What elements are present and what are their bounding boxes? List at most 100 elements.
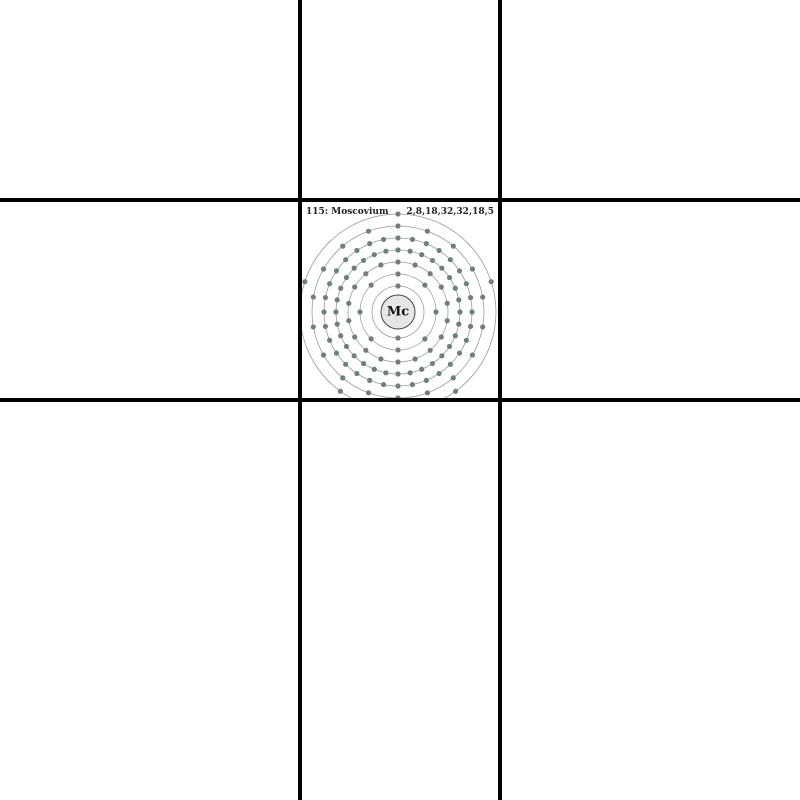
electron xyxy=(467,294,474,301)
electron xyxy=(469,352,476,358)
electron xyxy=(436,247,442,254)
electron xyxy=(346,300,352,306)
electron xyxy=(343,343,350,350)
electron xyxy=(378,262,384,268)
electron xyxy=(333,309,339,315)
electron xyxy=(333,350,340,356)
electron xyxy=(310,324,316,330)
electron xyxy=(338,285,344,291)
electron xyxy=(422,336,428,342)
electron xyxy=(321,309,327,315)
electron xyxy=(395,383,401,389)
electron xyxy=(333,268,340,274)
electron xyxy=(419,252,425,258)
bohr-model-panel: 115: Moscovium 2,8,18,32,32,18,5 Mc xyxy=(302,202,498,398)
electron xyxy=(447,361,453,367)
electron xyxy=(378,356,384,362)
nucleus: Mc xyxy=(380,294,416,330)
electron xyxy=(439,353,445,359)
electron xyxy=(395,347,401,353)
electron xyxy=(463,281,469,287)
electron xyxy=(322,323,329,330)
electron xyxy=(320,352,327,358)
electron xyxy=(488,279,494,285)
electron xyxy=(423,241,429,247)
electron xyxy=(412,356,418,362)
electron xyxy=(354,247,360,254)
element-title: 115: Moscovium xyxy=(306,207,389,217)
electron xyxy=(360,257,367,264)
electron xyxy=(327,337,333,343)
electron xyxy=(346,318,352,324)
electron xyxy=(412,262,418,268)
electron xyxy=(371,366,377,372)
electrons xyxy=(302,211,494,398)
electron-configuration: 2,8,18,32,32,18,5 xyxy=(406,207,494,217)
electron xyxy=(444,318,450,324)
electron xyxy=(352,334,358,340)
electron xyxy=(456,297,462,303)
electron xyxy=(363,347,369,353)
electron xyxy=(427,271,433,277)
electron xyxy=(450,243,456,249)
electron xyxy=(371,252,377,258)
electron xyxy=(343,361,349,367)
electron xyxy=(453,388,459,394)
bohr-atom-diagram: Mc xyxy=(302,211,497,398)
electron xyxy=(380,381,387,388)
electron xyxy=(354,370,360,377)
electron xyxy=(310,294,316,300)
electron xyxy=(395,271,401,277)
electron xyxy=(438,334,444,340)
nucleus-circle xyxy=(380,294,416,330)
electron xyxy=(422,282,428,288)
electron xyxy=(367,241,373,247)
electron xyxy=(380,236,387,243)
electron xyxy=(456,321,462,327)
element-symbol: Mc xyxy=(387,305,409,320)
electron xyxy=(322,294,329,301)
electron xyxy=(395,211,401,217)
electron xyxy=(351,265,357,271)
electron xyxy=(395,247,401,253)
electron xyxy=(409,236,416,243)
electron xyxy=(469,266,476,272)
electron xyxy=(320,266,327,272)
electron xyxy=(343,274,350,281)
electron xyxy=(340,375,346,381)
electron xyxy=(383,370,389,376)
electron xyxy=(407,370,413,376)
electron xyxy=(367,377,373,383)
electron xyxy=(446,274,453,281)
electron xyxy=(433,309,439,315)
electron xyxy=(383,248,389,254)
electron xyxy=(436,370,442,377)
electron xyxy=(395,259,401,265)
electron xyxy=(480,324,486,330)
electron xyxy=(469,309,475,315)
electron xyxy=(360,360,367,367)
electron xyxy=(334,297,340,303)
electron xyxy=(368,282,374,288)
electron xyxy=(467,323,474,330)
electron xyxy=(368,336,374,342)
electron xyxy=(456,350,463,356)
electron xyxy=(409,381,416,388)
electron xyxy=(337,388,343,394)
electron xyxy=(334,321,340,327)
electron xyxy=(424,390,431,396)
electron xyxy=(327,281,333,287)
electron xyxy=(365,390,372,396)
electron xyxy=(423,377,429,383)
grid-divider-horizontal-bottom xyxy=(0,398,800,402)
electron xyxy=(395,235,401,241)
electron xyxy=(395,335,401,341)
electron xyxy=(429,257,436,264)
electron xyxy=(352,284,358,290)
electron xyxy=(395,371,401,377)
electron xyxy=(429,360,436,367)
electron xyxy=(452,333,458,339)
electron xyxy=(302,279,308,285)
electron xyxy=(343,257,349,263)
electron xyxy=(424,228,431,234)
